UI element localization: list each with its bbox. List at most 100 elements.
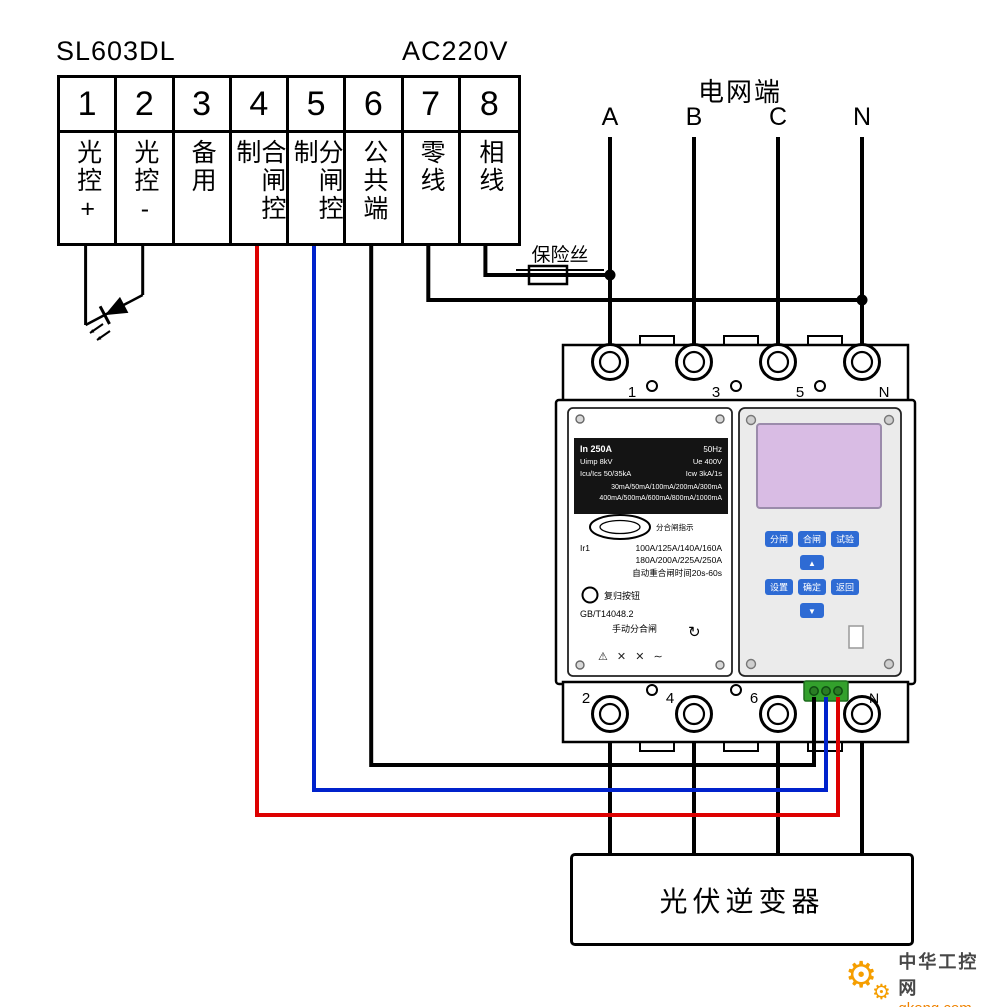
top-terminal-number: 5 <box>796 384 804 401</box>
phase-wire-terminal8 <box>483 243 610 277</box>
indicator-window <box>848 625 864 649</box>
terminal-label-text: 光控+ <box>73 139 102 226</box>
reset-button-circle <box>581 586 599 604</box>
terminal-label: 公共端 <box>346 133 404 243</box>
confirm-button-label: 确定 <box>803 582 821 593</box>
connector-screw <box>809 686 819 696</box>
terminal-label-text: 备用 <box>188 139 217 195</box>
terminal-number: 6 <box>346 78 404 133</box>
open-button <box>765 531 793 547</box>
test-button-label: 试验 <box>836 534 854 545</box>
phase-label-b: B <box>685 103 703 131</box>
nameplate-text: 30mA/50mA/100mA/200mA/300mA <box>611 484 722 491</box>
panel-screw <box>715 414 725 424</box>
nameplate-text: Icu/Ics 50/35kA <box>580 469 631 478</box>
terminal-label: 光控+ <box>60 133 118 243</box>
strip-hole <box>730 684 742 696</box>
terminal-lug-inner <box>766 702 790 726</box>
controller-buttons: 分闸 合闸 试验 ▲ 设置 确定 返回 ▼ <box>765 531 859 618</box>
test-button <box>831 531 859 547</box>
phase-label-a: A <box>601 103 619 131</box>
terminal-number: 3 <box>174 78 232 133</box>
close-button-label: 合闸 <box>803 534 821 545</box>
device-model-title: SL603DL <box>56 36 176 66</box>
nameplate-text: Uimp 8kV <box>580 457 613 466</box>
photodiode-arrowhead-1 <box>90 329 95 333</box>
supply-voltage-title: AC220V <box>402 36 509 66</box>
back-button-label: 返回 <box>836 582 854 593</box>
terminal-lug-inner <box>850 350 874 374</box>
ir-label: Ir1 <box>580 543 590 553</box>
terminal-label-text: 合闸控制 <box>232 139 286 223</box>
terminal-lug-inner <box>766 350 790 374</box>
watermark-site-url: gkong.com <box>898 1000 988 1007</box>
connector-screw <box>821 686 831 696</box>
photodiode-arrowhead-2 <box>97 336 102 340</box>
phase-label-n: N <box>852 103 872 131</box>
up-button <box>800 555 824 570</box>
common-wire <box>369 243 816 767</box>
top-terminal-number: N <box>879 384 890 401</box>
strip-hole <box>646 684 658 696</box>
close-control-wire <box>255 243 840 817</box>
rotate-icon: ↻ <box>688 624 701 641</box>
trip-indicator-label: 分合闸指示 <box>656 522 694 532</box>
close-button <box>798 531 826 547</box>
watermark-site-name: 中华工控网 <box>898 952 979 998</box>
gear-icon: ⚙ <box>845 953 878 995</box>
photodiode-triangle <box>104 296 129 316</box>
nameplate-text: 50Hz <box>703 445 722 454</box>
nameplate-text: Icw 3kA/1s <box>686 469 723 478</box>
down-arrow-icon: ▼ <box>808 607 816 616</box>
ir-values-2: 180A/200A/225A/250A <box>636 555 723 565</box>
top-terminal-number: 1 <box>628 384 636 401</box>
terminal-number: 4 <box>231 78 289 133</box>
panel-screw <box>883 658 895 670</box>
certification-marks: ⚠ ✕ ✕ ∼ <box>598 651 666 663</box>
manual-switch-label: 手动分合闸 <box>612 623 657 634</box>
up-arrow-icon: ▲ <box>808 559 816 568</box>
terminal-label: 分闸控制 <box>289 133 347 243</box>
nameplate-black-area <box>574 438 728 514</box>
reset-button-label: 复归按钮 <box>604 590 640 601</box>
panel-screw <box>745 414 757 426</box>
terminal-lug-inner <box>850 702 874 726</box>
terminal-label: 备用 <box>175 133 232 243</box>
strip-hole <box>814 380 826 392</box>
terminal-label-text: 相线 <box>475 139 504 195</box>
panel-screw <box>575 660 585 670</box>
panel-screw <box>575 414 585 424</box>
bottom-terminal-number: 4 <box>666 690 674 707</box>
terminal-number: 2 <box>117 78 175 133</box>
terminal-number: 1 <box>60 78 118 133</box>
panel-screw <box>715 660 725 670</box>
set-button-label: 设置 <box>770 583 788 593</box>
top-terminal-number: 3 <box>712 384 720 401</box>
photodiode-symbol <box>84 243 145 341</box>
terminal-label: 相线 <box>461 133 518 243</box>
bottom-terminal-number: 2 <box>582 690 590 707</box>
terminal-label-text: 分闸控制 <box>290 139 344 223</box>
pv-inverter-label: 光伏逆变器 <box>659 885 825 917</box>
panel-screw <box>745 658 757 670</box>
grid-side-label: 电网端 <box>698 77 783 107</box>
terminal-lug-inner <box>682 702 706 726</box>
panel-screw <box>883 414 895 426</box>
phase-label-c: C <box>768 103 788 131</box>
nameplate-text: Ue 400V <box>693 457 722 466</box>
terminal-label-text: 光控- <box>130 139 159 226</box>
fuse-label: 保险丝 <box>516 240 604 271</box>
terminal-block: 1 2 3 4 5 6 7 8 光控+ 光控- 备用 合闸控制 分闸控制 公共端… <box>57 75 521 246</box>
connector-screw <box>833 686 843 696</box>
nameplate-text: In 250A <box>580 444 613 454</box>
breaker-top-terminals <box>591 343 881 381</box>
back-button <box>831 579 859 595</box>
gear-icon: ⚙ <box>872 980 891 1004</box>
terminal-label-text: 公共端 <box>359 139 388 223</box>
junction-dot-neutral <box>856 294 868 306</box>
bottom-terminal-number: 6 <box>750 690 758 707</box>
terminal-lug-inner <box>682 350 706 374</box>
lcd-screen <box>756 423 882 509</box>
watermark: ⚙ ⚙ 中华工控网 gkong.com <box>845 948 988 1007</box>
